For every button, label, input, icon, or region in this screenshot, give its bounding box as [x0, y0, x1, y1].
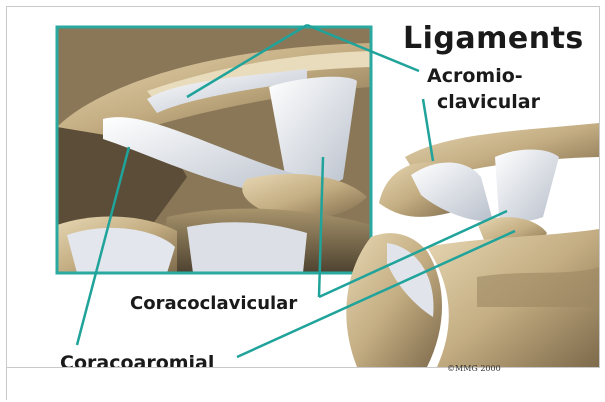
frame-edge — [6, 366, 7, 400]
copyright-credit: ©MMG 2000 — [447, 364, 501, 373]
label-acromioclavicular-line1: Acromio- — [427, 65, 523, 87]
illustration-frame: Ligaments Acromio- clavicular Coracoclav… — [6, 6, 600, 368]
label-acromioclavicular-line2: clavicular — [437, 91, 540, 113]
label-coracoclavicular: Coracoclavicular — [130, 293, 297, 314]
label-coracoaromial: Coracoaromial — [60, 352, 214, 368]
inset-view — [57, 27, 371, 273]
main-shoulder-view — [346, 123, 599, 367]
shoulder-illustration — [7, 7, 599, 367]
figure-title: Ligaments — [403, 21, 584, 56]
